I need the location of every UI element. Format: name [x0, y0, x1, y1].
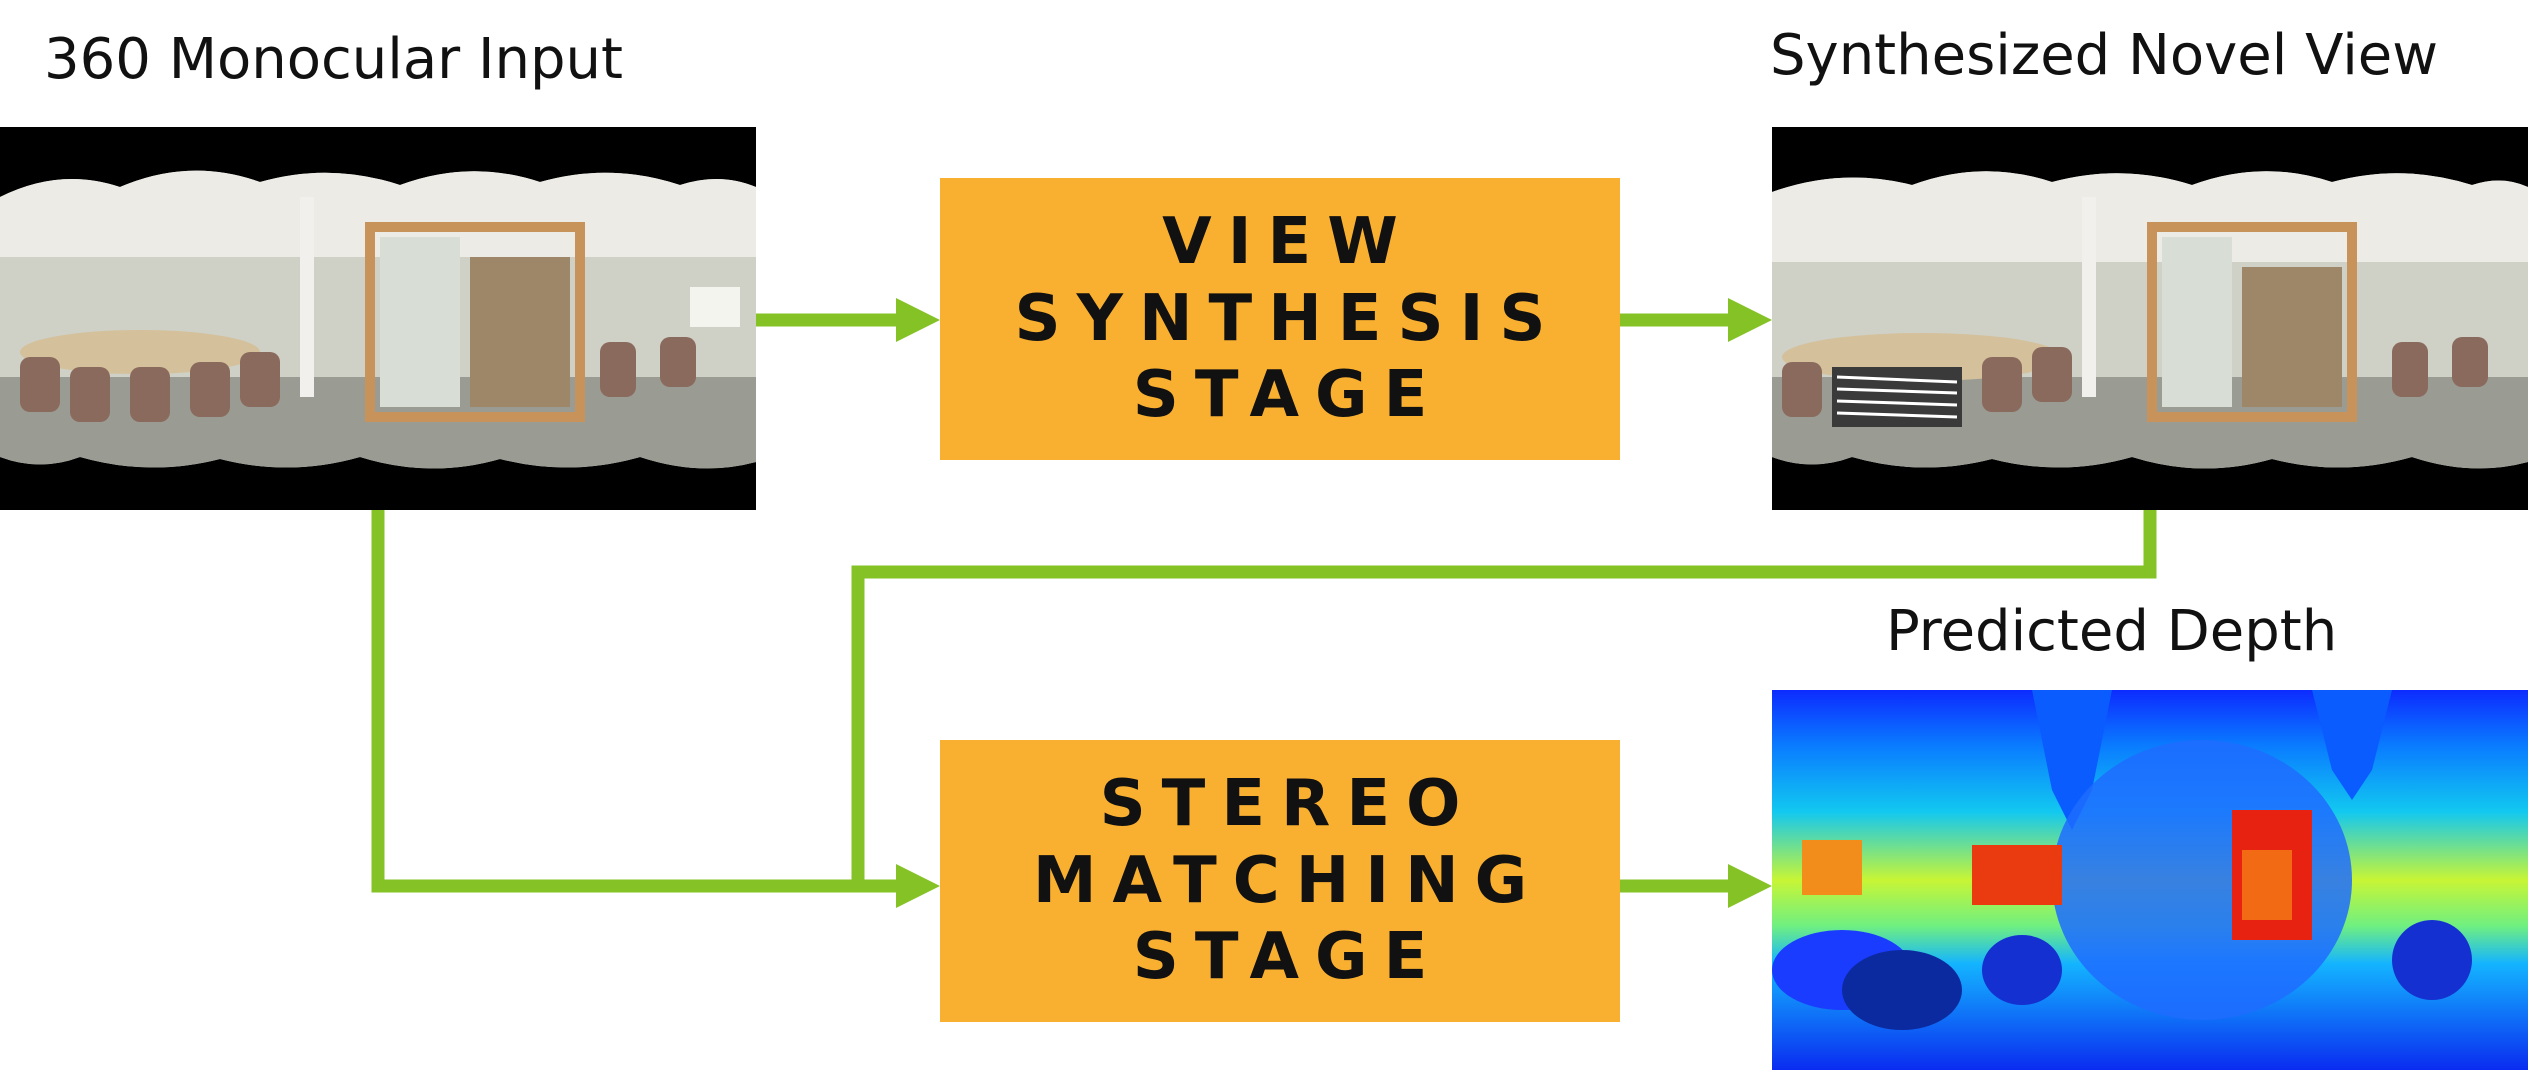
- input-label: 360 Monocular Input: [44, 27, 624, 92]
- view-synthesis-line2: SYNTHESIS: [1014, 281, 1562, 356]
- stereo-matching-line1: STEREO: [1099, 766, 1477, 841]
- novel-view-label: Synthesized Novel View: [1770, 23, 2439, 88]
- depth-map-drawing: [1772, 690, 2528, 1070]
- view-synthesis-line1: VIEW: [1162, 204, 1414, 279]
- view-synthesis-line3: STAGE: [1132, 358, 1444, 433]
- stereo-matching-line3: STAGE: [1132, 920, 1444, 995]
- input-panorama-drawing: [0, 127, 756, 510]
- arrow-head-to-stereo-matching: [896, 864, 940, 908]
- depth-label: Predicted Depth: [1886, 599, 2338, 664]
- stereo-matching-line2: MATCHING: [1032, 843, 1544, 918]
- input-panorama-image: [0, 127, 756, 510]
- stereo-matching-stage-box: STEREO MATCHING STAGE: [940, 740, 1620, 1022]
- novel-view-panorama-drawing: [1772, 127, 2528, 510]
- arrow-head-view-synthesis-to-novel-view: [1728, 298, 1772, 342]
- arrow-head-stereo-matching-to-depth: [1728, 864, 1772, 908]
- arrow-head-input-to-view-synthesis: [896, 298, 940, 342]
- view-synthesis-stage-box: VIEW SYNTHESIS STAGE: [940, 178, 1620, 460]
- novel-view-panorama-image: [1772, 127, 2528, 510]
- depth-map-image: [1772, 690, 2528, 1070]
